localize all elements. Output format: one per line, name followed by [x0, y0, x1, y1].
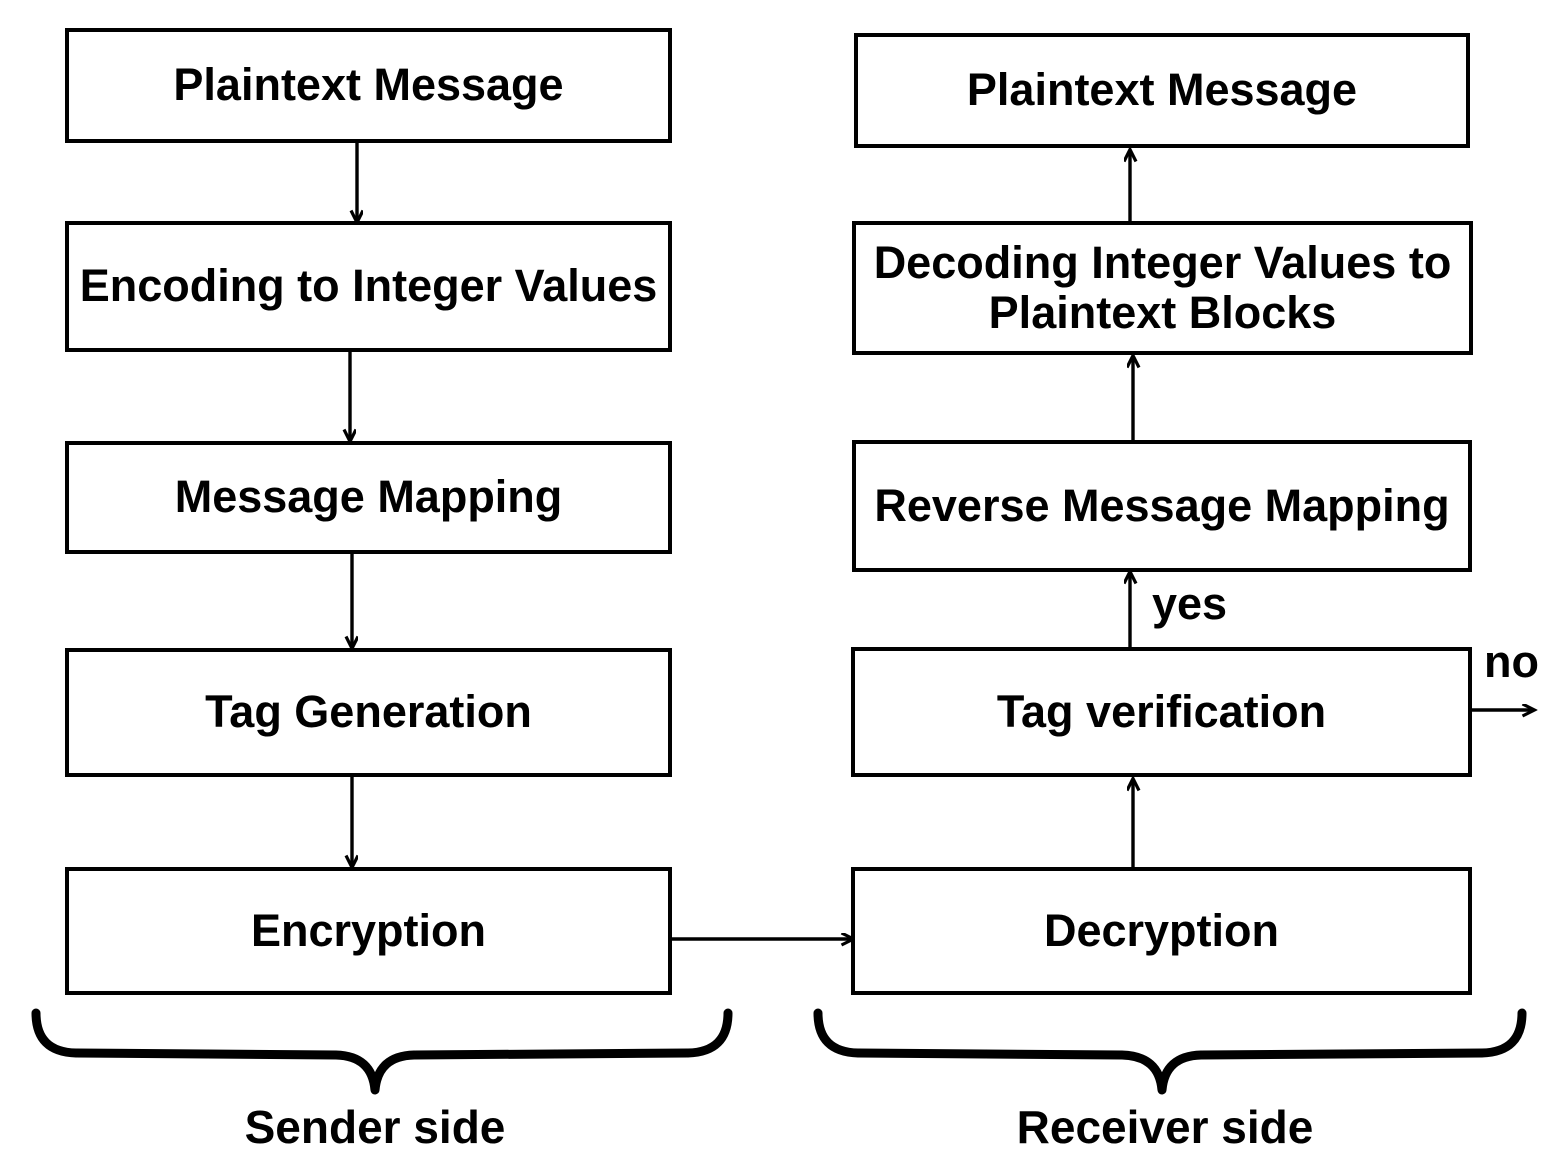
node-encryption[interactable]: Encryption — [65, 867, 672, 995]
node-label: Encryption — [250, 904, 487, 956]
node-reverse-message-mapping[interactable]: Reverse Message Mapping — [852, 440, 1472, 572]
node-label: Decryption — [1043, 904, 1280, 956]
node-label: Plaintext Message — [173, 59, 564, 111]
node-decryption[interactable]: Decryption — [851, 867, 1472, 995]
edge-label-no: no — [1484, 636, 1539, 687]
receiver-side-brace — [813, 1008, 1527, 1095]
node-label: Message Mapping — [174, 471, 563, 523]
node-message-mapping[interactable]: Message Mapping — [65, 441, 672, 554]
edge-label-yes: yes — [1152, 578, 1228, 629]
receiver-side-label: Receiver side — [1016, 1101, 1314, 1153]
node-tag-verification[interactable]: Tag verification — [851, 647, 1472, 777]
sender-side-brace — [31, 1008, 733, 1095]
node-label: Tag verification — [996, 685, 1327, 737]
node-tag-generation[interactable]: Tag Generation — [65, 648, 672, 777]
node-label: Encoding to Integer Values — [79, 260, 658, 312]
node-label: Decoding Integer Values to Plaintext Blo… — [873, 236, 1452, 338]
node-label: Tag Generation — [205, 686, 532, 738]
node-label: Plaintext Message — [966, 64, 1358, 116]
node-label: Reverse Message Mapping — [874, 479, 1450, 531]
node-decoding-integer-values[interactable]: Decoding Integer Values to Plaintext Blo… — [852, 221, 1473, 355]
node-encoding-to-integer-values[interactable]: Encoding to Integer Values — [65, 221, 672, 352]
sender-side-label: Sender side — [244, 1101, 506, 1153]
node-plaintext-message-sender[interactable]: Plaintext Message — [65, 28, 672, 143]
node-plaintext-message-receiver[interactable]: Plaintext Message — [854, 33, 1470, 148]
